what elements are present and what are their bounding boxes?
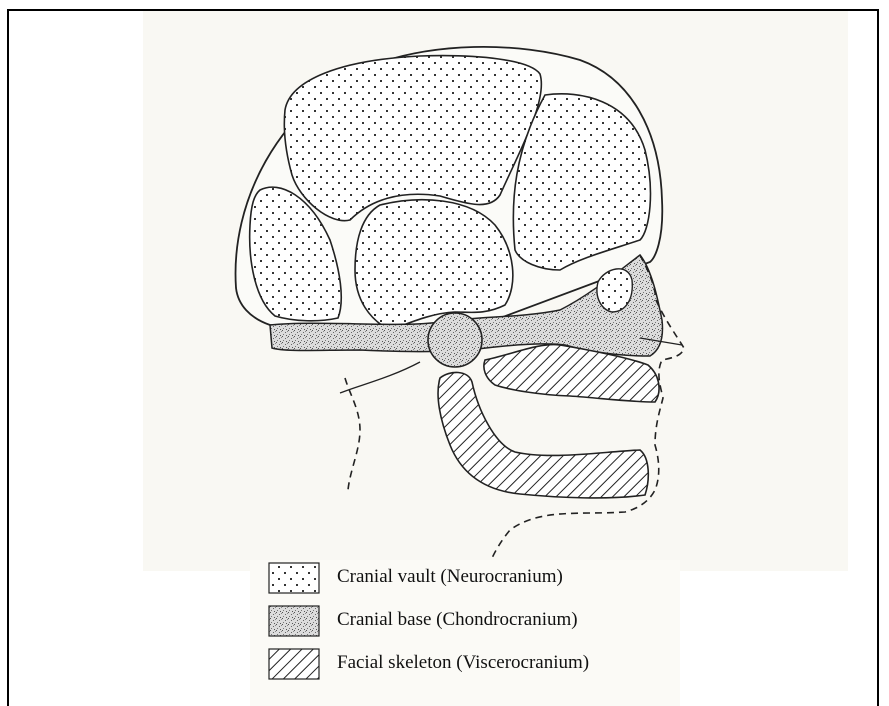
neck-profile-dashed xyxy=(345,378,360,490)
legend-swatch-stipple xyxy=(269,606,319,636)
orbit-region xyxy=(597,269,632,312)
vault-region-middle xyxy=(355,200,513,330)
ear-region xyxy=(428,313,482,367)
legend-label-cranial-base: Cranial base (Chondrocranium) xyxy=(337,609,578,631)
legend-label-cranial-vault: Cranial vault (Neurocranium) xyxy=(337,566,563,588)
legend-swatch-dots xyxy=(269,563,319,593)
legend-label-facial-skeleton: Facial skeleton (Viscerocranium) xyxy=(337,652,589,674)
neck-line xyxy=(340,362,420,393)
legend-swatch-hatch xyxy=(269,649,319,679)
